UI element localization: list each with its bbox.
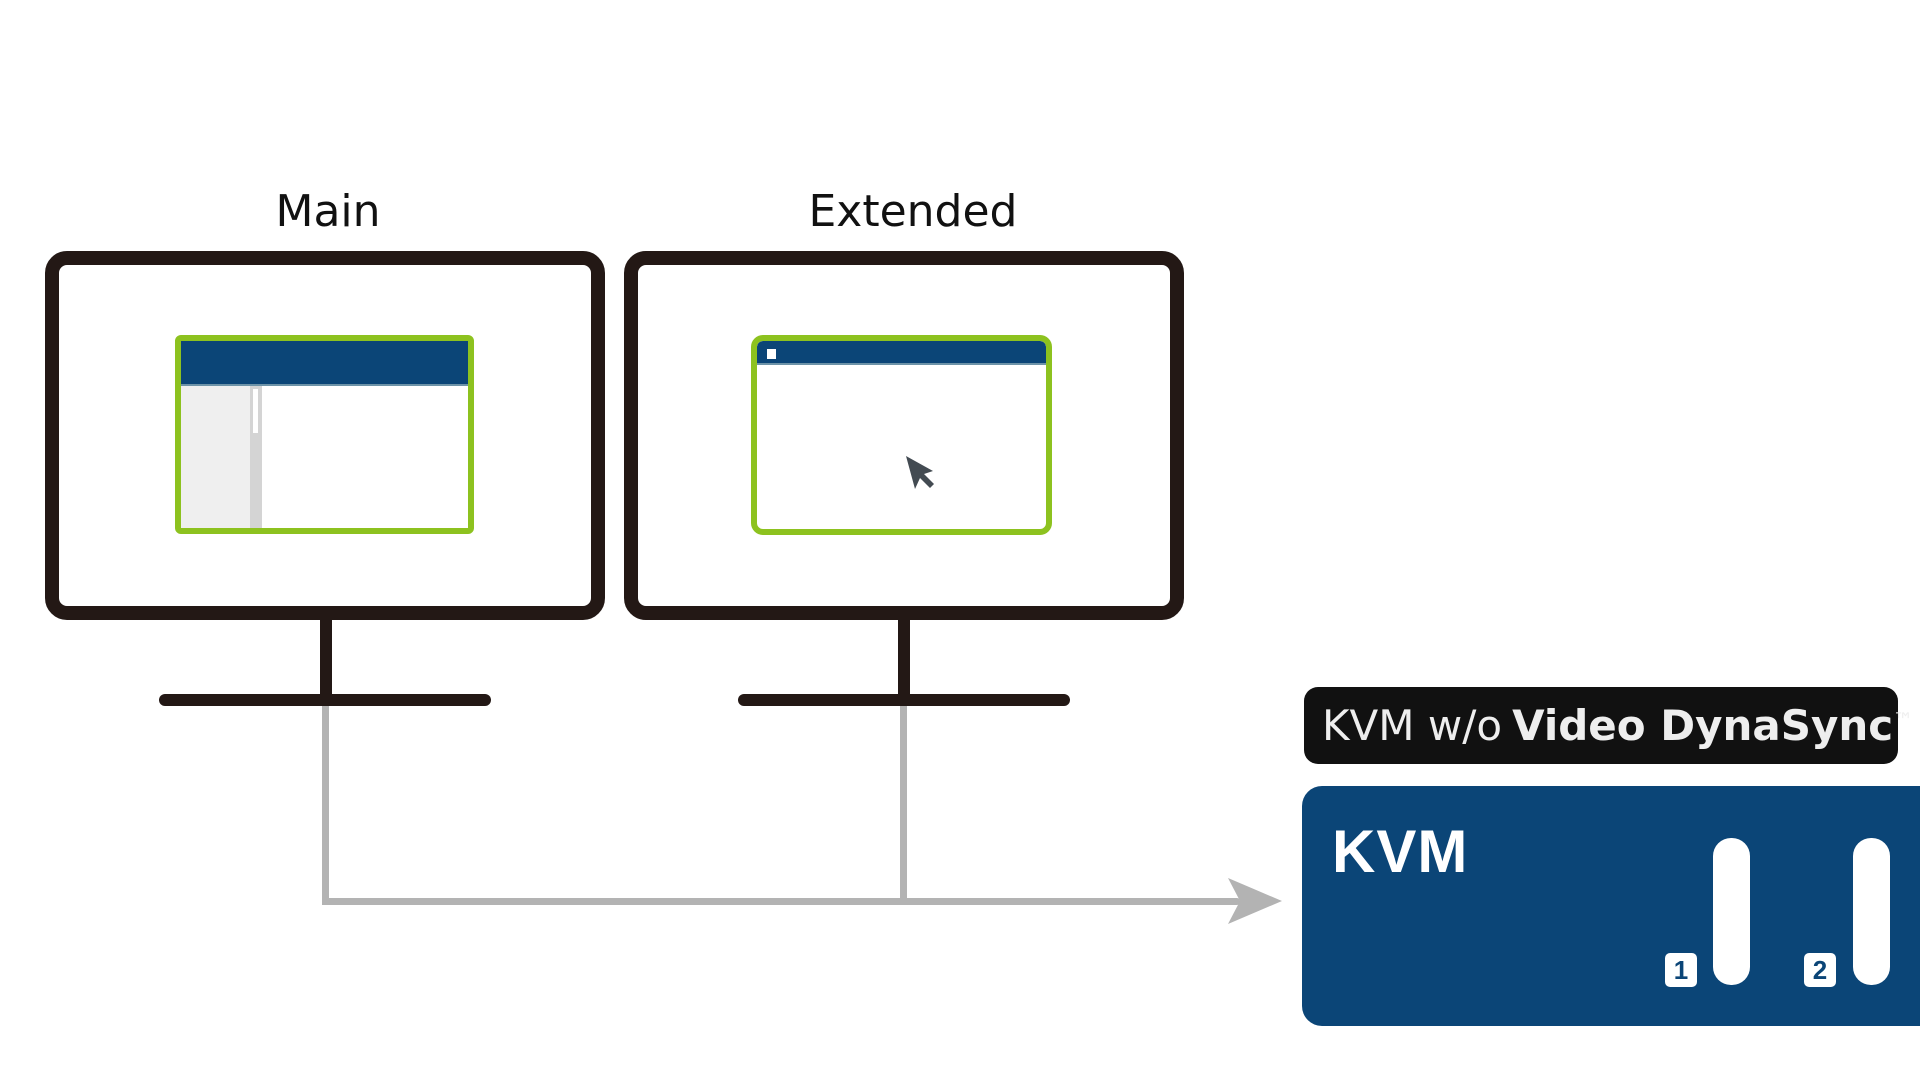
kvm-logo: KVM <box>1332 818 1469 885</box>
cable-horizontal <box>322 898 1240 905</box>
port-2-badge: 2 <box>1804 953 1836 987</box>
window-header <box>181 341 468 386</box>
window-scrollbar[interactable] <box>250 386 262 528</box>
main-monitor-base <box>159 694 491 706</box>
tag-prefix: KVM w/o <box>1322 701 1503 750</box>
extended-monitor-neck <box>898 612 910 704</box>
arrow-right-icon <box>1228 878 1282 924</box>
window-sidebar <box>181 386 250 528</box>
main-monitor-label: Main <box>275 186 381 237</box>
tag-feature: Video DynaSync <box>1512 701 1894 750</box>
extended-app-window <box>751 335 1052 535</box>
tag-trademark: ™ <box>1893 707 1914 732</box>
main-app-window <box>175 335 474 534</box>
window-icon <box>767 349 776 359</box>
window-header <box>757 341 1046 365</box>
port-1-slot[interactable] <box>1713 838 1750 985</box>
port-2-slot[interactable] <box>1853 838 1890 985</box>
scrollbar-thumb[interactable] <box>253 389 258 433</box>
main-monitor-neck <box>320 612 332 704</box>
mouse-pointer-icon <box>906 456 934 489</box>
cable-extended-vertical <box>900 700 907 905</box>
extended-monitor-label: Extended <box>808 186 1018 237</box>
extended-monitor-base <box>738 694 1070 706</box>
port-1-badge: 1 <box>1665 953 1697 987</box>
main-monitor <box>45 251 605 620</box>
cable-main-vertical <box>322 700 329 905</box>
